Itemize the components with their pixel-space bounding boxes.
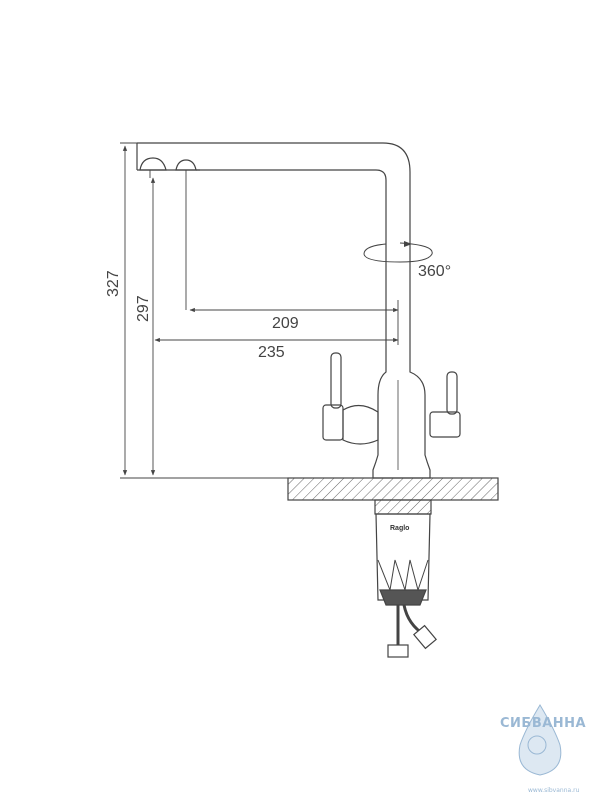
dim-spout-height: 297: [135, 295, 152, 322]
spout-nozzle-left: [139, 157, 167, 171]
faucet-body: [372, 360, 431, 479]
watermark-name: СИБВАННА: [500, 716, 586, 731]
brand-label: Raglo: [390, 525, 409, 532]
spout-inner-outline: [196, 169, 387, 360]
watermark-url: www.sibvanna.ru: [528, 787, 580, 794]
rotation-ellipse: [363, 242, 433, 263]
supply-hoses: [387, 604, 437, 658]
spout-nozzle-right: [175, 159, 197, 171]
dim-rotation: 360°: [418, 263, 451, 280]
spout-outline: [137, 142, 411, 360]
dim-inner-reach: 209: [272, 315, 299, 332]
right-handle: [429, 371, 461, 438]
mounting-nut: [374, 499, 432, 606]
watermark: СИБВАННА www.sibvanna.ru: [500, 704, 586, 794]
countertop: [287, 477, 499, 501]
water-drop-icon: [518, 704, 562, 776]
dim-outer-reach: 235: [258, 344, 285, 361]
dim-total-height: 327: [105, 270, 122, 297]
left-handle: [322, 352, 379, 445]
